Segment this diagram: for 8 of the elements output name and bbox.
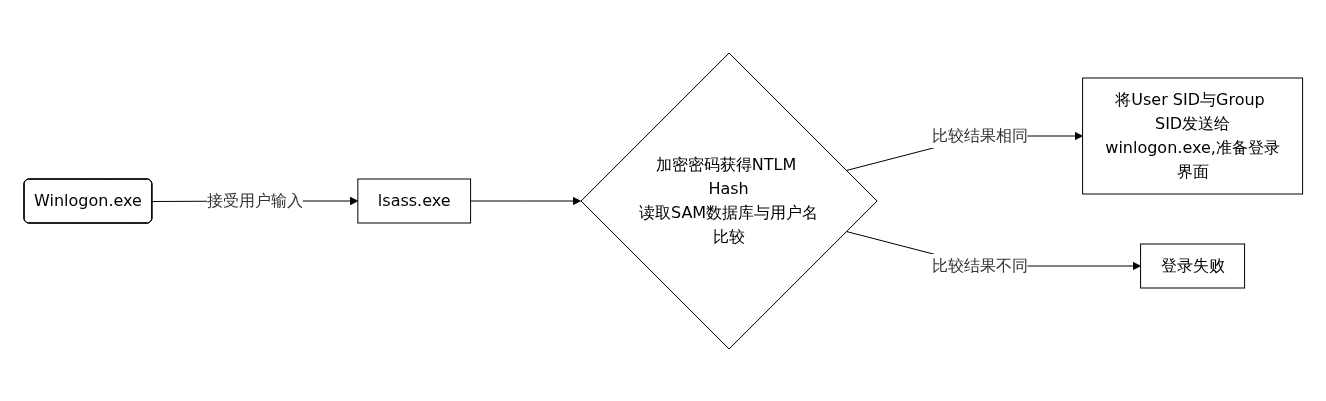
edge-label: 接受用户输入 <box>206 190 303 210</box>
node-box: 将User SID与Group SID发送给winlogon.exe,准备登录界面 <box>1081 77 1303 194</box>
edge-label: 比较结果不同 <box>931 255 1028 275</box>
node-box: 登录失败 <box>1139 243 1245 288</box>
arrow <box>469 196 581 205</box>
node-box: lsass.exe <box>357 178 471 223</box>
edge-label: 比较结果相同 <box>931 125 1028 145</box>
node-diamond: 加密密码获得NTLM Hash 读取SAM数据库与用户名比较 <box>580 52 878 349</box>
